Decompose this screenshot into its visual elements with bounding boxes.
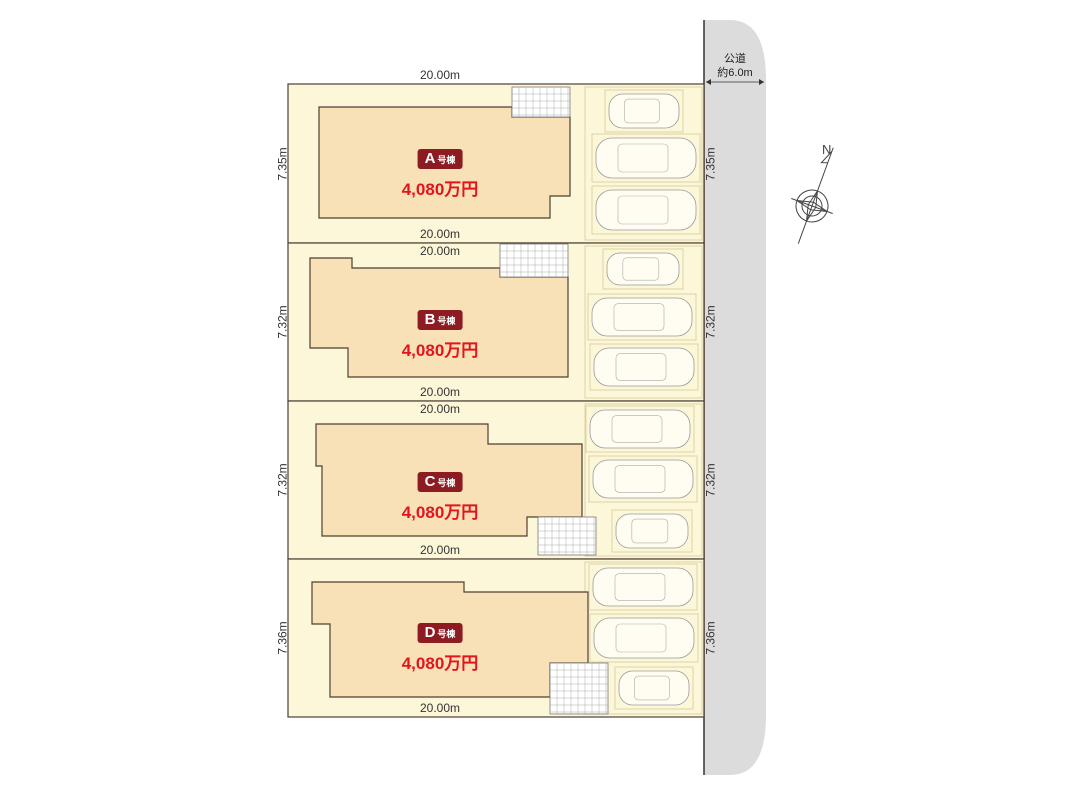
parking-area — [584, 403, 703, 557]
lot-id: B — [424, 311, 436, 328]
car-icon — [592, 459, 694, 499]
car-cabin — [617, 195, 669, 225]
lot-suffix: 号棟 — [437, 629, 456, 639]
lot-id: A — [424, 150, 436, 167]
lot-price: 4,080万円 — [401, 503, 479, 522]
car-cabin — [622, 257, 660, 281]
car-icon — [589, 409, 691, 449]
car-icon — [593, 347, 695, 387]
parking-area — [584, 86, 703, 241]
car-icon — [595, 137, 697, 179]
road-type: 公道 — [724, 53, 746, 65]
lot-b — [287, 242, 705, 402]
lot-suffix: 号棟 — [437, 155, 456, 165]
parking-space — [591, 185, 701, 235]
parking-space — [591, 133, 701, 183]
car-icon — [592, 567, 694, 607]
car-icon — [608, 93, 680, 129]
tiled-entrance — [511, 86, 571, 118]
lot-c — [287, 400, 705, 560]
car-cabin — [613, 303, 665, 331]
lot-top-dimension: 20.00m — [419, 68, 461, 82]
lot-left-dimension: 7.36m — [275, 621, 290, 655]
lot-right-dimension: 7.36m — [703, 621, 718, 655]
parking-space — [604, 89, 684, 133]
car-icon — [593, 617, 695, 659]
road-width: 約6.0m — [717, 67, 753, 79]
lot-left-dimension: 7.35m — [275, 146, 290, 181]
lot-id: D — [424, 624, 436, 641]
lot-bottom-dimension: 20.00m — [419, 543, 461, 557]
lot-a — [287, 83, 705, 244]
parking-space — [602, 248, 684, 290]
road — [704, 20, 766, 775]
parking-area — [584, 245, 703, 399]
parking-space — [614, 666, 694, 710]
car-cabin — [611, 415, 663, 443]
lot-top-dimension: 20.00m — [419, 244, 461, 258]
parking-space — [589, 613, 699, 663]
car-icon — [606, 252, 680, 286]
lot-suffix: 号棟 — [437, 478, 456, 488]
lot-left-dimension: 7.32m — [275, 463, 290, 497]
car-cabin — [634, 675, 670, 701]
parking-space — [588, 455, 698, 503]
lot-d — [287, 558, 705, 718]
car-cabin — [615, 623, 667, 653]
lot-bottom-dimension: 20.00m — [419, 227, 461, 241]
car-icon — [618, 670, 690, 706]
lot-suffix: 号棟 — [437, 316, 456, 326]
parking-space — [589, 343, 699, 391]
compass-icon — [791, 147, 834, 244]
car-cabin — [624, 98, 660, 124]
parking-space — [588, 563, 698, 611]
lot-bottom-dimension: 20.00m — [419, 701, 461, 715]
car-cabin — [614, 465, 666, 493]
tiled-entrance — [549, 662, 609, 715]
car-icon — [591, 297, 693, 337]
lot-bottom-dimension: 20.00m — [419, 385, 461, 399]
car-cabin — [614, 573, 666, 601]
lot-right-dimension: 7.35m — [703, 146, 718, 181]
lot-price: 4,080万円 — [401, 654, 479, 673]
north-label: N — [822, 142, 831, 157]
lot-left-dimension: 7.32m — [275, 305, 290, 339]
parking-space — [611, 509, 693, 553]
car-icon — [615, 513, 689, 549]
lot-top-dimension: 20.00m — [419, 402, 461, 416]
lot-right-dimension: 7.32m — [703, 463, 718, 497]
tiled-entrance — [499, 243, 569, 278]
car-cabin — [631, 518, 669, 544]
lot-id: C — [424, 473, 436, 490]
parking-space — [585, 405, 695, 453]
lot-right-dimension: 7.32m — [703, 305, 718, 339]
car-icon — [595, 189, 697, 231]
car-cabin — [617, 143, 669, 173]
car-cabin — [615, 353, 667, 381]
lot-price: 4,080万円 — [401, 341, 479, 360]
lot-price: 4,080万円 — [401, 180, 479, 199]
tiled-entrance — [537, 516, 597, 556]
parking-space — [587, 293, 697, 341]
